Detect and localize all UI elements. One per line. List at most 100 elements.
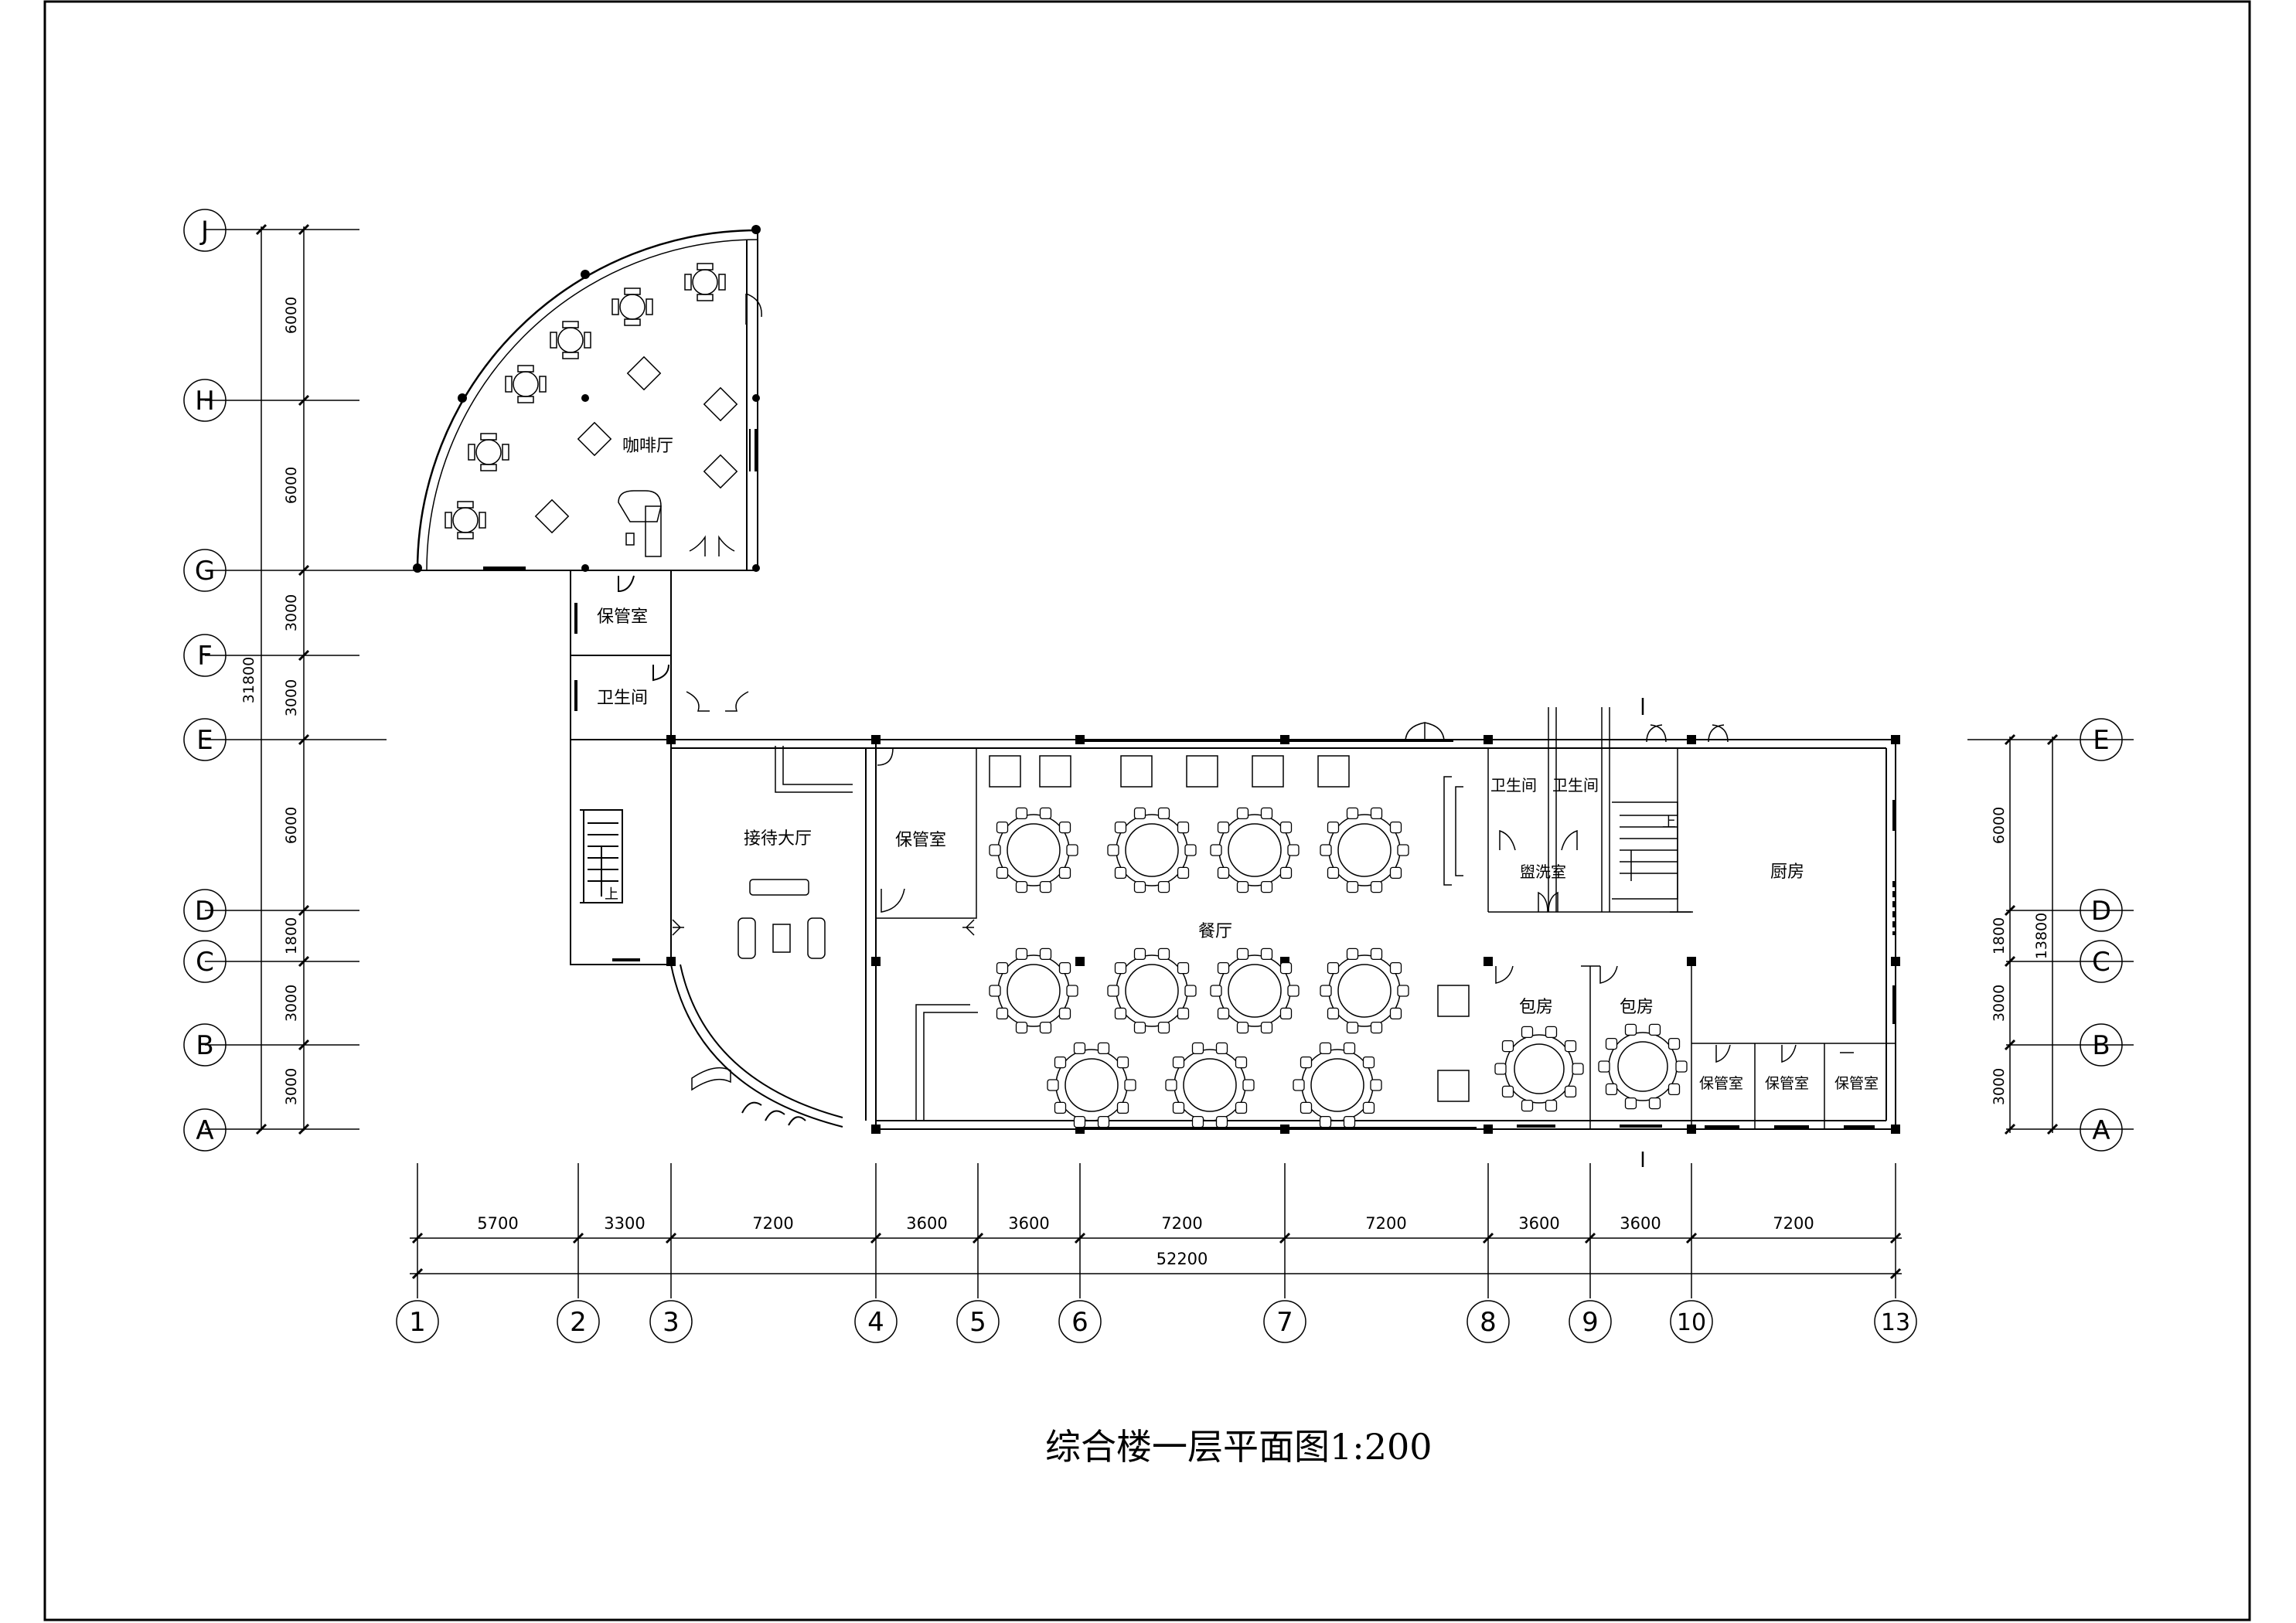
dining-chair — [1389, 821, 1402, 834]
dining-chair — [1260, 807, 1273, 820]
kitchen — [1670, 748, 1896, 1024]
dining-chair — [1675, 1060, 1688, 1073]
dining-chair — [1501, 1039, 1514, 1053]
right-dimension-lines — [1967, 737, 2134, 1133]
dining-chair — [1177, 821, 1190, 834]
dim-left-h-j: 6000 — [283, 297, 300, 334]
dining-chair — [1397, 844, 1409, 856]
dining-chair — [1521, 1026, 1534, 1039]
main-building-walls — [670, 739, 1896, 1130]
service-core — [1443, 698, 1729, 1167]
dining-chair — [1260, 1021, 1273, 1034]
dining-chair — [1191, 1042, 1204, 1055]
axis-left-f: F — [197, 641, 213, 672]
dining-chair — [1397, 985, 1409, 997]
dining-chair — [1157, 880, 1170, 893]
dim-bottom-6-7: 7200 — [1161, 1214, 1202, 1233]
stair-left-label: 上 — [605, 886, 618, 903]
dining-chair — [1133, 1021, 1146, 1034]
stair-right-label: 上 — [1662, 815, 1676, 831]
dining-chair — [1114, 961, 1127, 975]
dining-chair — [1279, 961, 1293, 975]
cafe-counter — [618, 490, 662, 557]
axis-left-a: A — [196, 1115, 213, 1146]
cafe-tables — [452, 269, 738, 534]
dining-chair — [1300, 1056, 1313, 1069]
dining-chair — [1648, 1023, 1661, 1036]
dining-chair — [1066, 985, 1078, 997]
dim-bottom-3-4: 7200 — [752, 1214, 793, 1233]
dining-chair — [1172, 1101, 1185, 1114]
dining-chair — [989, 844, 1001, 856]
dining-chair — [1667, 1083, 1681, 1096]
dining-chair — [996, 866, 1009, 880]
left-axis-labels: A B C D E F G H J — [195, 216, 215, 1146]
private-rooms — [1495, 965, 1692, 1129]
dining-chair — [1572, 1063, 1584, 1075]
dining-rect-tables — [989, 755, 1470, 1102]
room-kitchen: 厨房 — [1770, 863, 1804, 882]
dining-chair — [1362, 1101, 1375, 1114]
dining-chair — [1114, 866, 1127, 880]
drawing-frame — [43, 0, 2251, 1621]
dining-chair — [1172, 1056, 1185, 1069]
axis-col-10: 10 — [1677, 1309, 1706, 1336]
dining-chair — [996, 961, 1009, 975]
main-building-columns — [666, 735, 1900, 1134]
dining-chair — [1346, 1021, 1359, 1034]
dim-bottom-2-3: 3300 — [604, 1214, 645, 1233]
dining-hall — [962, 722, 1445, 936]
dining-chair — [1279, 1007, 1293, 1020]
dining-chair — [1236, 880, 1249, 893]
dining-chair — [1097, 1115, 1110, 1128]
dining-chair — [1157, 807, 1170, 820]
dining-chair — [1184, 985, 1197, 997]
dining-chair — [1215, 1115, 1228, 1128]
axis-left-c: C — [196, 947, 214, 978]
dining-chair — [1319, 1042, 1332, 1055]
dining-chair — [1124, 1079, 1136, 1091]
dining-chair — [1116, 1056, 1129, 1069]
dining-chair — [1545, 1026, 1558, 1039]
dining-chair — [1157, 948, 1170, 961]
dim-bottom-9-10: 3600 — [1620, 1214, 1661, 1233]
dining-round-tables — [997, 814, 1401, 1121]
dining-chair — [1015, 807, 1028, 820]
drawing-title: 综合楼一层平面图1:200 — [1045, 1426, 1432, 1468]
dining-chair — [1242, 1079, 1255, 1091]
left-axis-bubbles — [183, 209, 227, 1152]
axis-right-d: D — [2091, 896, 2111, 927]
dining-chair — [1236, 948, 1249, 961]
dining-chair — [1370, 807, 1383, 820]
room-storage-k3: 保管室 — [1834, 1075, 1879, 1092]
axis-col-6: 6 — [1071, 1307, 1088, 1338]
axis-col-2: 2 — [570, 1307, 587, 1338]
axis-right-c: C — [2092, 947, 2110, 978]
room-private-1: 包房 — [1519, 998, 1553, 1017]
dining-chair — [1319, 1115, 1332, 1128]
dining-chair — [1300, 1101, 1313, 1114]
dim-left-a-b: 3000 — [283, 1068, 300, 1105]
dim-left-d-e: 6000 — [283, 807, 300, 844]
dining-chair — [1346, 880, 1359, 893]
axis-left-g: G — [195, 556, 215, 587]
dim-left-total: 31800 — [240, 657, 257, 703]
dining-chair — [1389, 866, 1402, 880]
dim-left-g-h: 6000 — [283, 467, 300, 504]
dining-chair — [1327, 1007, 1340, 1020]
round-table-chairs — [989, 807, 1688, 1128]
axis-left-h: H — [195, 386, 215, 417]
dining-chair — [1605, 1083, 1618, 1096]
dining-chair — [1370, 1021, 1383, 1034]
dim-right-d-e: 6000 — [1991, 807, 2008, 844]
dining-chair — [1370, 948, 1383, 961]
room-washroom: 盥洗室 — [1520, 863, 1566, 881]
dining-chair — [1327, 961, 1340, 975]
dining-chair — [1217, 866, 1230, 880]
axis-col-7: 7 — [1276, 1307, 1293, 1338]
dining-chair — [1279, 821, 1293, 834]
dim-bottom-4-5: 3600 — [906, 1214, 947, 1233]
dining-chair — [1521, 1099, 1534, 1112]
axis-left-e: E — [196, 725, 213, 756]
axis-left-b: B — [196, 1030, 213, 1061]
